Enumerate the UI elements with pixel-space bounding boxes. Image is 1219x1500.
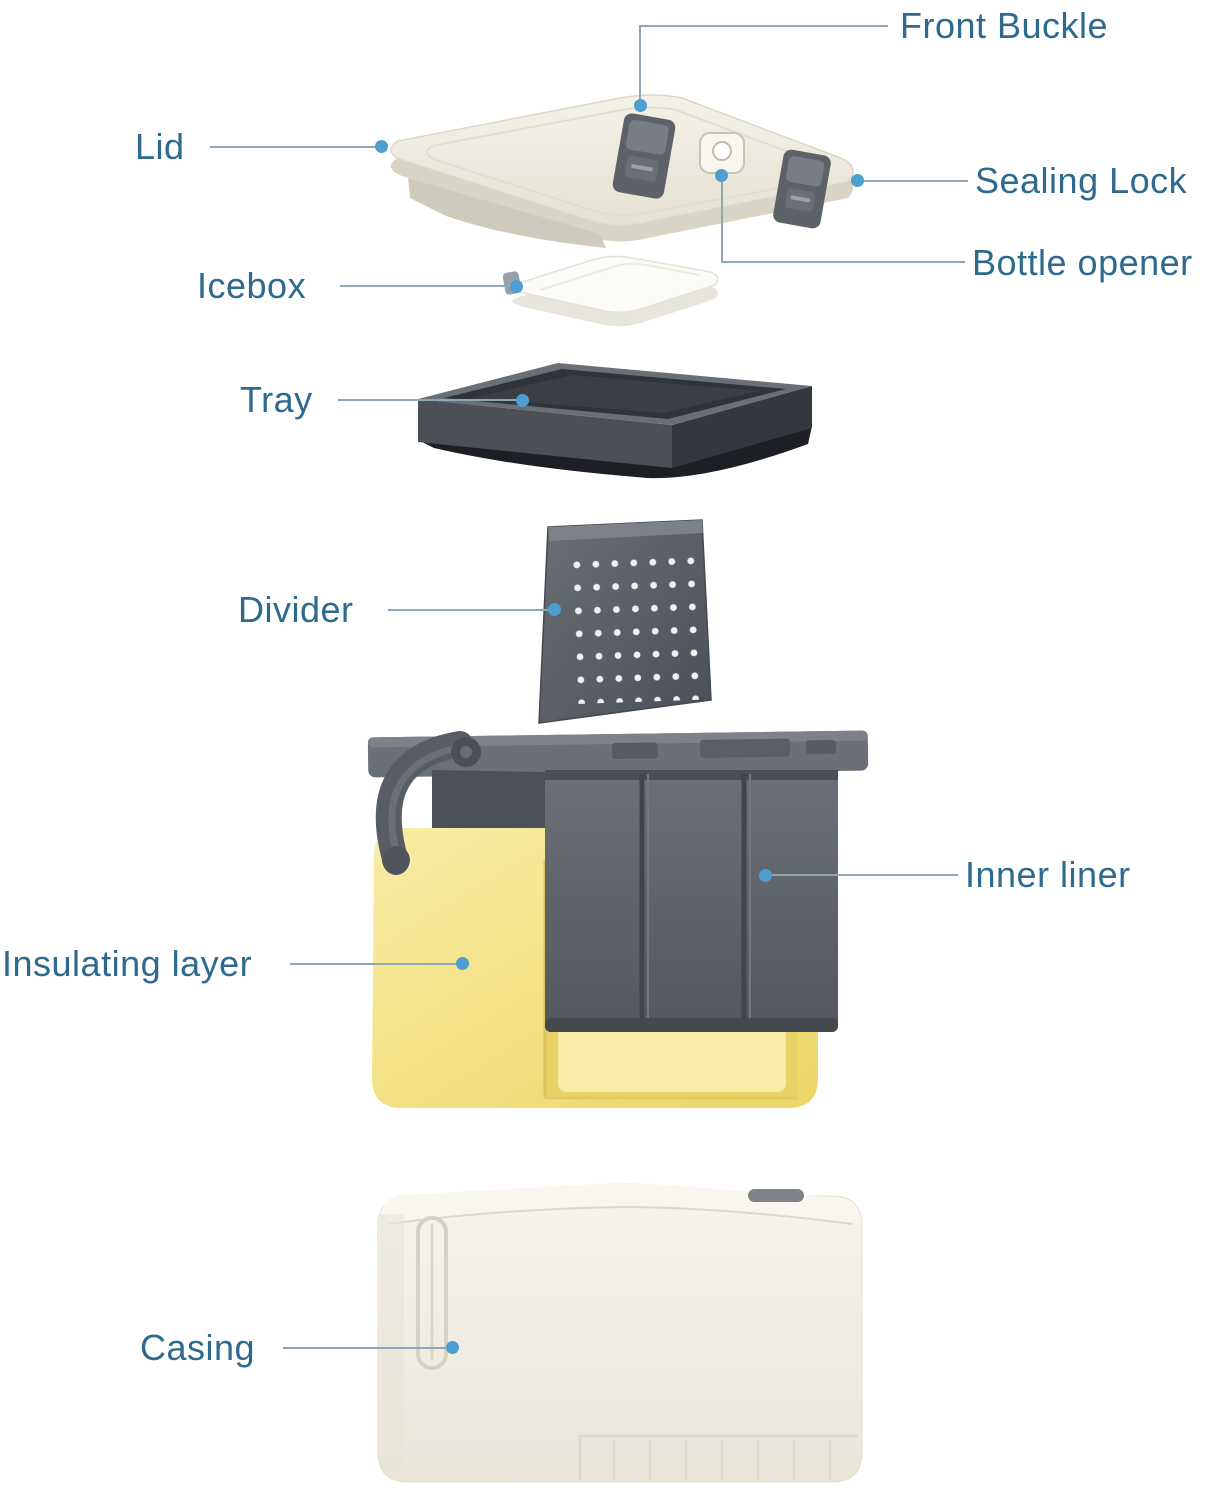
insulating-layer-marker-dot [456,957,469,970]
inner-liner-part [545,770,838,1032]
icebox-marker-dot [510,280,523,293]
tray-part [418,363,812,479]
lid-part [390,94,854,248]
tray-marker-dot [516,394,529,407]
bottle-opener-part [699,132,745,174]
insulating-layer-label: Insulating layer [2,943,253,984]
front-buckle-leader-line [640,25,888,27]
tray-leader-line [338,399,516,401]
inner-liner-label: Inner liner [965,854,1131,895]
sealing-lock-leader-line [862,180,968,182]
inner-liner-marker-dot [759,869,772,882]
front-buckle-label: Front Buckle [900,5,1109,46]
inner-liner-leader-line [770,874,958,876]
front-buckle-part [612,113,676,199]
sealing-lock-part [773,149,831,229]
handle-part [375,731,481,875]
icebox-leader-line [340,285,510,287]
divider-label: Divider [238,589,354,630]
bottle-opener-leader-line [721,182,723,263]
divider-part [538,519,712,724]
sealing-lock-label: Sealing Lock [975,160,1188,201]
tray-label: Tray [240,379,313,420]
bottle-opener-leader-line [722,261,965,263]
front-buckle-leader-line [639,25,641,100]
bottle-opener-label: Bottle opener [972,242,1193,283]
lid-label: Lid [135,126,185,167]
casing-marker-dot [446,1341,459,1354]
bottle-opener-marker-dot [715,169,728,182]
inner-liner-rim [367,730,869,778]
lid-marker-dot [375,140,388,153]
casing-leader-line [283,1347,446,1349]
casing-part [377,1183,863,1483]
lid-leader-line [210,146,376,148]
icebox-label: Icebox [197,265,307,306]
sealing-lock-marker-dot [851,174,864,187]
divider-marker-dot [548,603,561,616]
front-buckle-marker-dot [634,99,647,112]
casing-label: Casing [140,1327,256,1368]
divider-leader-line [388,609,548,611]
insulating-layer-leader-line [290,963,456,965]
icebox-part [502,255,719,327]
